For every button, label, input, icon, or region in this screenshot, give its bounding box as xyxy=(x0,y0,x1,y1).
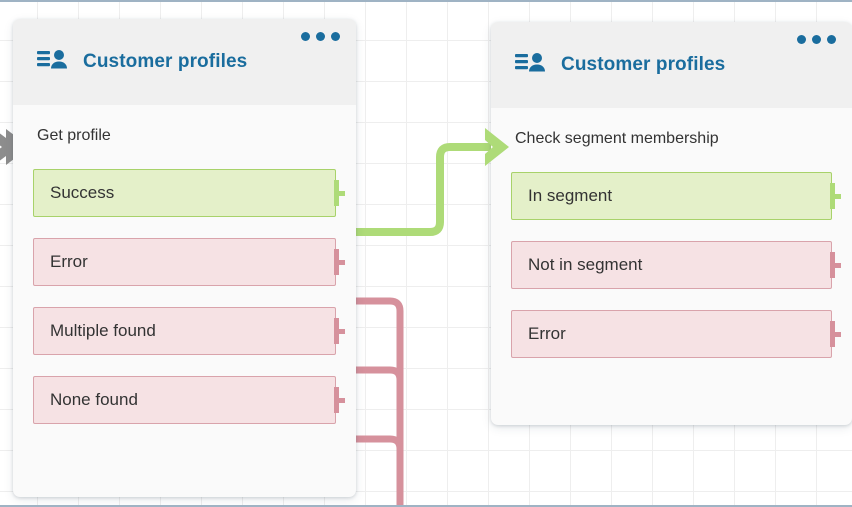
output-label: Error xyxy=(50,252,88,271)
output-label: Success xyxy=(50,183,115,202)
output-port-in-segment[interactable] xyxy=(830,183,841,209)
output-row-error[interactable]: Error xyxy=(511,310,841,358)
node-action-label: Check segment membership xyxy=(515,130,719,147)
connector-multiple-found xyxy=(356,366,404,432)
output-row-success[interactable]: Success xyxy=(33,169,345,217)
output-port-error[interactable] xyxy=(334,249,345,275)
output-row-none-found[interactable]: None found xyxy=(33,376,345,424)
output-port-success[interactable] xyxy=(334,180,345,206)
output-port-multiple-found[interactable] xyxy=(334,318,345,344)
output-row-in-segment[interactable]: In segment xyxy=(511,172,841,220)
kebab-menu-icon[interactable] xyxy=(301,32,340,41)
output-port-none-found[interactable] xyxy=(334,387,345,413)
output-port-error[interactable] xyxy=(830,321,841,347)
node-title: Customer profiles xyxy=(561,54,726,75)
entry-arrow-check-segment-membership xyxy=(484,126,522,173)
output-label: Not in segment xyxy=(528,255,643,274)
connector-none-found xyxy=(356,435,404,502)
output-port-not-in-segment[interactable] xyxy=(830,252,841,278)
node-header[interactable]: Customer profiles xyxy=(13,19,356,105)
node-action-label: Get profile xyxy=(37,127,111,144)
output-label: In segment xyxy=(528,186,613,205)
output-label: Error xyxy=(528,324,566,343)
output-row-not-in-segment[interactable]: Not in segment xyxy=(511,241,841,289)
customer-profile-icon xyxy=(37,48,67,77)
output-row-error[interactable]: Error xyxy=(33,238,345,286)
kebab-menu-icon[interactable] xyxy=(797,35,836,44)
output-row-multiple-found[interactable]: Multiple found xyxy=(33,307,345,355)
output-label: Multiple found xyxy=(50,321,156,340)
node-outputs: In segment Not in segment Error xyxy=(491,172,852,384)
node-check-segment-membership[interactable]: Customer profiles Check segment membersh… xyxy=(491,22,852,425)
connector-success xyxy=(350,143,492,236)
output-label: None found xyxy=(50,390,138,409)
node-header[interactable]: Customer profiles xyxy=(491,22,852,108)
node-outputs: Success Error Multiple found None found xyxy=(13,169,356,450)
node-title: Customer profiles xyxy=(83,51,248,72)
node-get-profile[interactable]: Customer profiles Get profile Success Er… xyxy=(13,19,356,497)
customer-profile-icon xyxy=(515,51,545,80)
connector-error xyxy=(356,297,404,505)
